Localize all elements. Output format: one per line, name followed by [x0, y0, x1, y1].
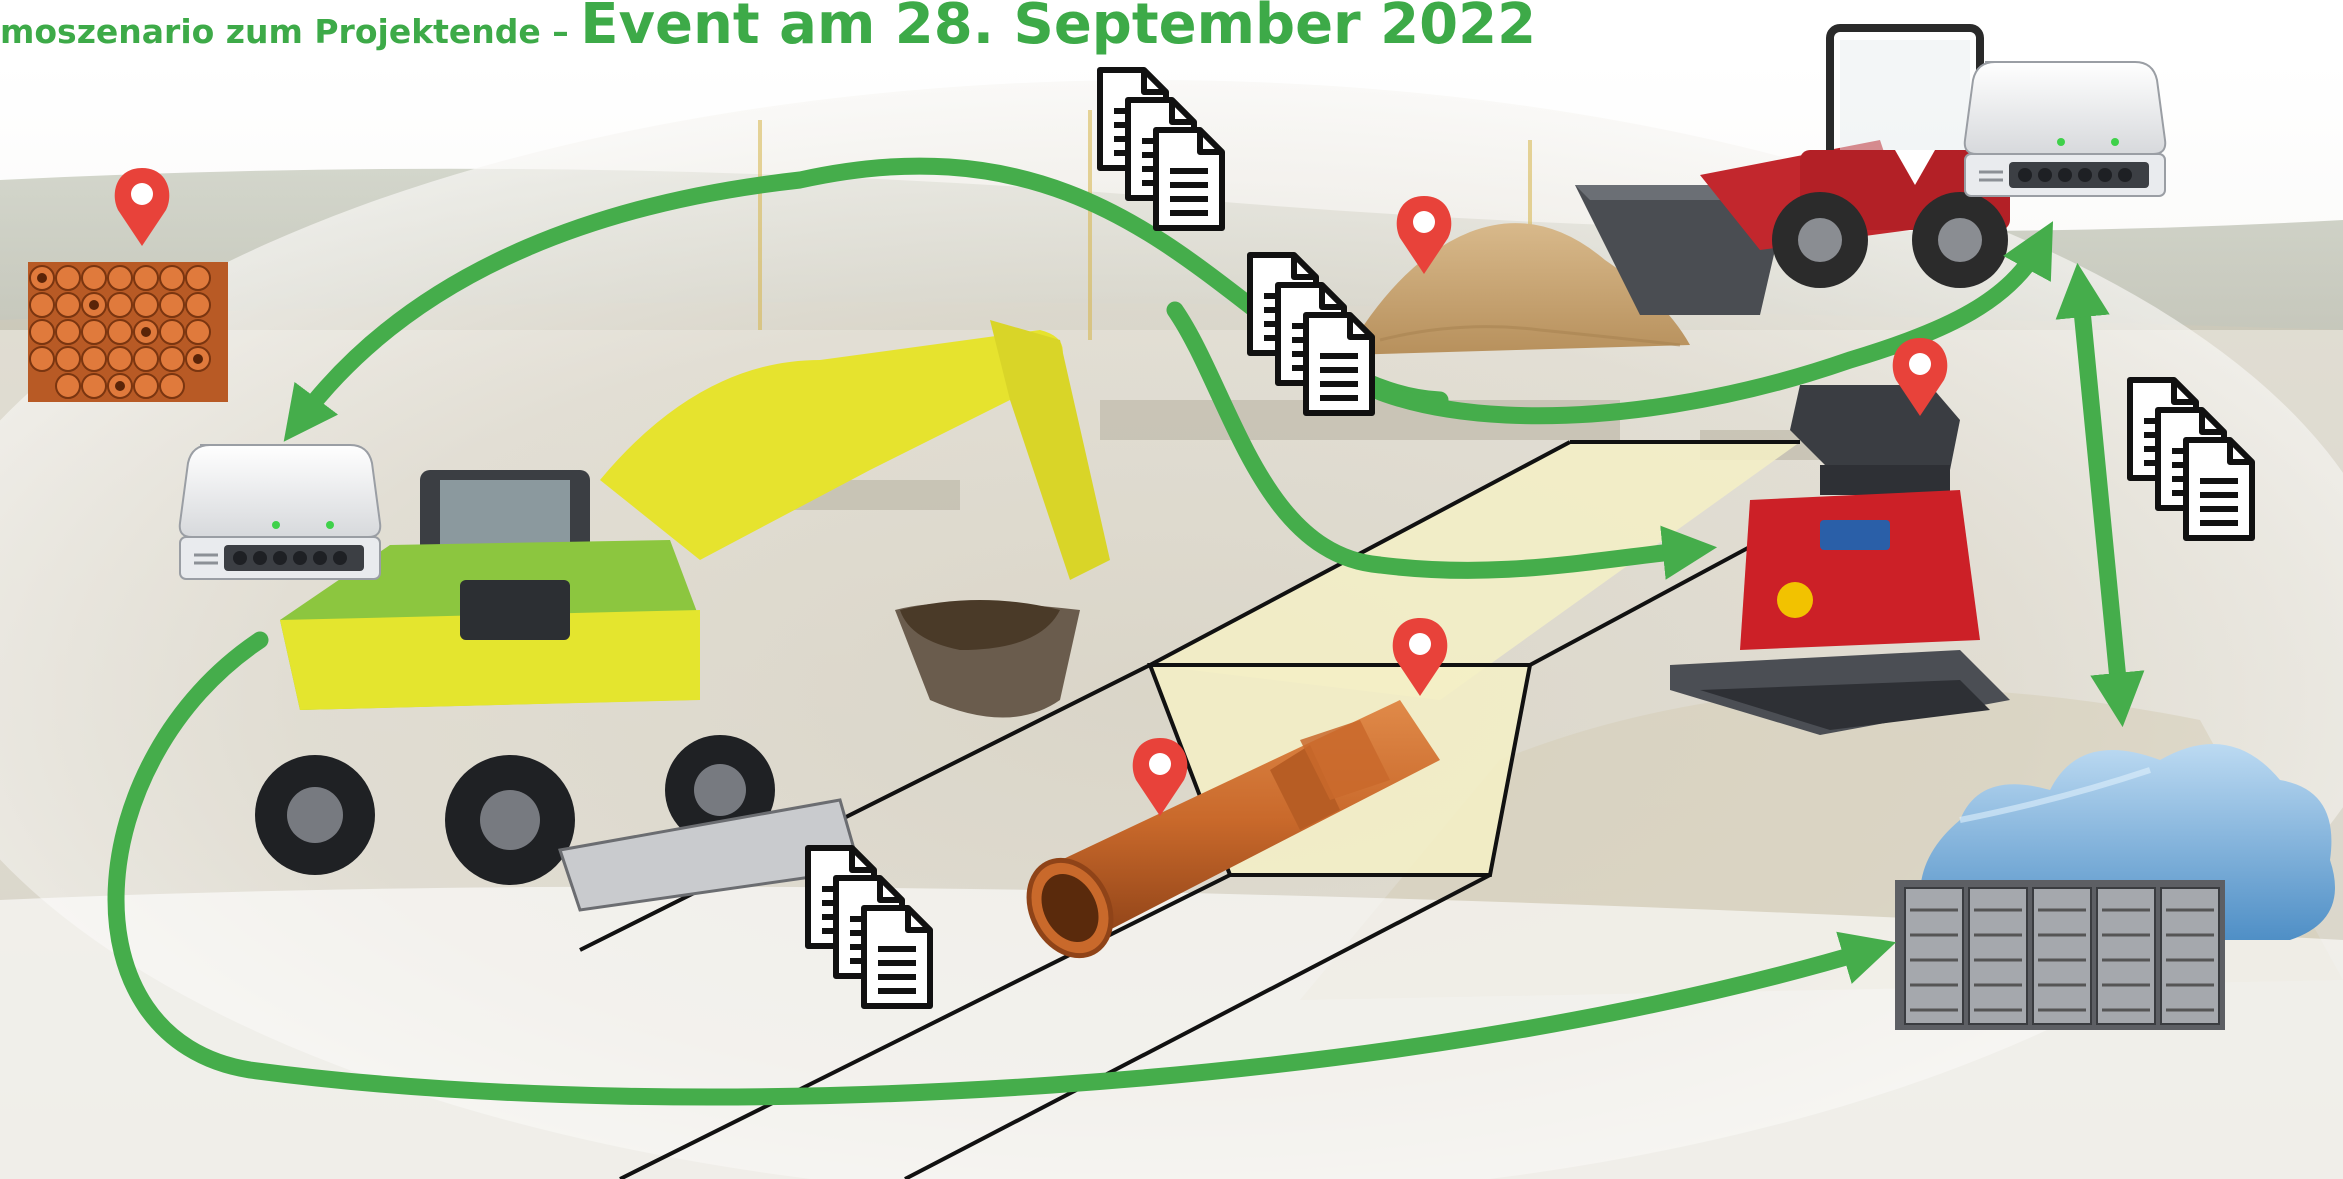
arrow-gateway-cloud-bidirectional — [2055, 262, 2145, 728]
arrow-to-compactor — [1166, 301, 1718, 580]
server-rack-icon — [1895, 880, 2225, 1030]
wheel-excavator — [255, 320, 1110, 912]
title-prefix: moszenario zum Projektende – — [0, 12, 581, 51]
cloud-server — [1895, 744, 2335, 1030]
gateway-device-left — [178, 443, 382, 581]
sewer-pipe — [1026, 700, 1440, 959]
page-title: moszenario zum Projektende – Event am 28… — [0, 0, 1536, 70]
title-main: Event am 28. September 2022 — [580, 0, 1537, 57]
pipe-stack — [28, 262, 228, 402]
arrow-excavator-to-server — [107, 631, 1897, 1106]
gateway-device-right — [1963, 60, 2167, 198]
wheel-loader — [1575, 24, 2010, 315]
